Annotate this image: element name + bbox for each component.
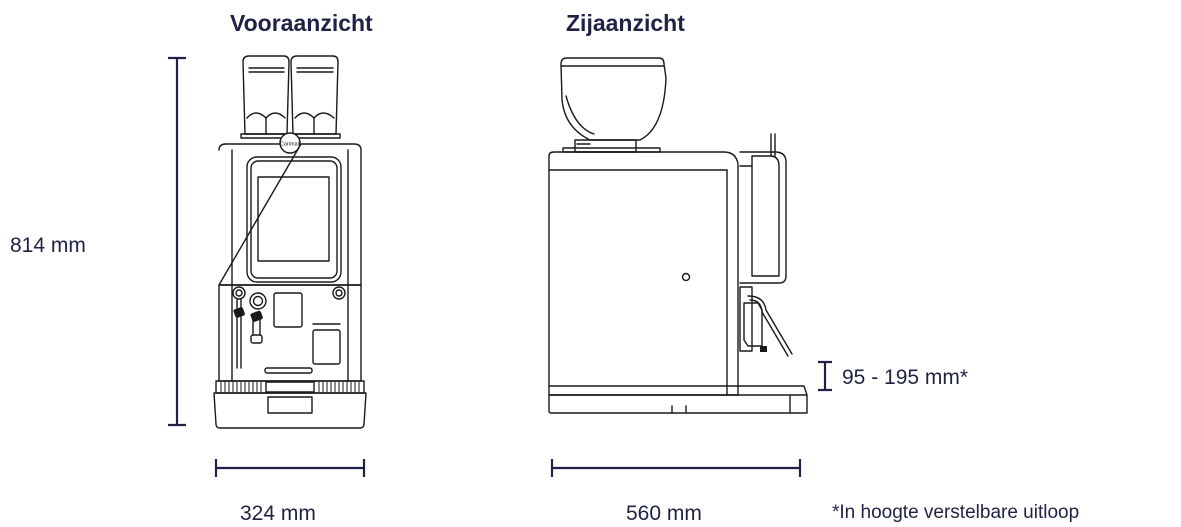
brand-badge-text: Carimali — [280, 142, 300, 148]
steam-wand-side — [747, 295, 793, 355]
height-dimension-label: 814 mm — [10, 234, 86, 257]
steam-knob-icon — [232, 286, 246, 300]
side-view-title: Zijaanzicht — [566, 10, 685, 36]
spout-height-label: 95 - 195 mm* — [842, 366, 969, 389]
bean-hoppers — [240, 55, 341, 139]
width-dimension-line — [214, 459, 366, 477]
depth-dimension-line — [550, 459, 802, 477]
body-side — [548, 151, 739, 396]
depth-dimension-label: 560 mm — [626, 502, 702, 525]
hopper-side — [560, 57, 667, 141]
base-side — [548, 394, 808, 414]
width-dimension-label: 324 mm — [240, 502, 316, 525]
side-screw-icon — [681, 272, 691, 282]
spout-footnote: *In hoogte verstelbare uitloop — [832, 502, 1080, 523]
touch-screen-icon — [257, 176, 330, 262]
side-view-machine — [548, 57, 808, 414]
front-view-machine: Carimali — [213, 55, 367, 429]
milk-spout-icon — [249, 292, 267, 310]
coffee-outlet — [273, 292, 303, 328]
drip-tray — [213, 380, 367, 429]
height-dimension-line — [168, 56, 186, 427]
spout-dimension-line — [818, 360, 832, 392]
front-view-title: Vooraanzicht — [230, 10, 373, 36]
touch-screen-frame — [246, 156, 342, 283]
brand-badge-icon — [279, 132, 301, 154]
